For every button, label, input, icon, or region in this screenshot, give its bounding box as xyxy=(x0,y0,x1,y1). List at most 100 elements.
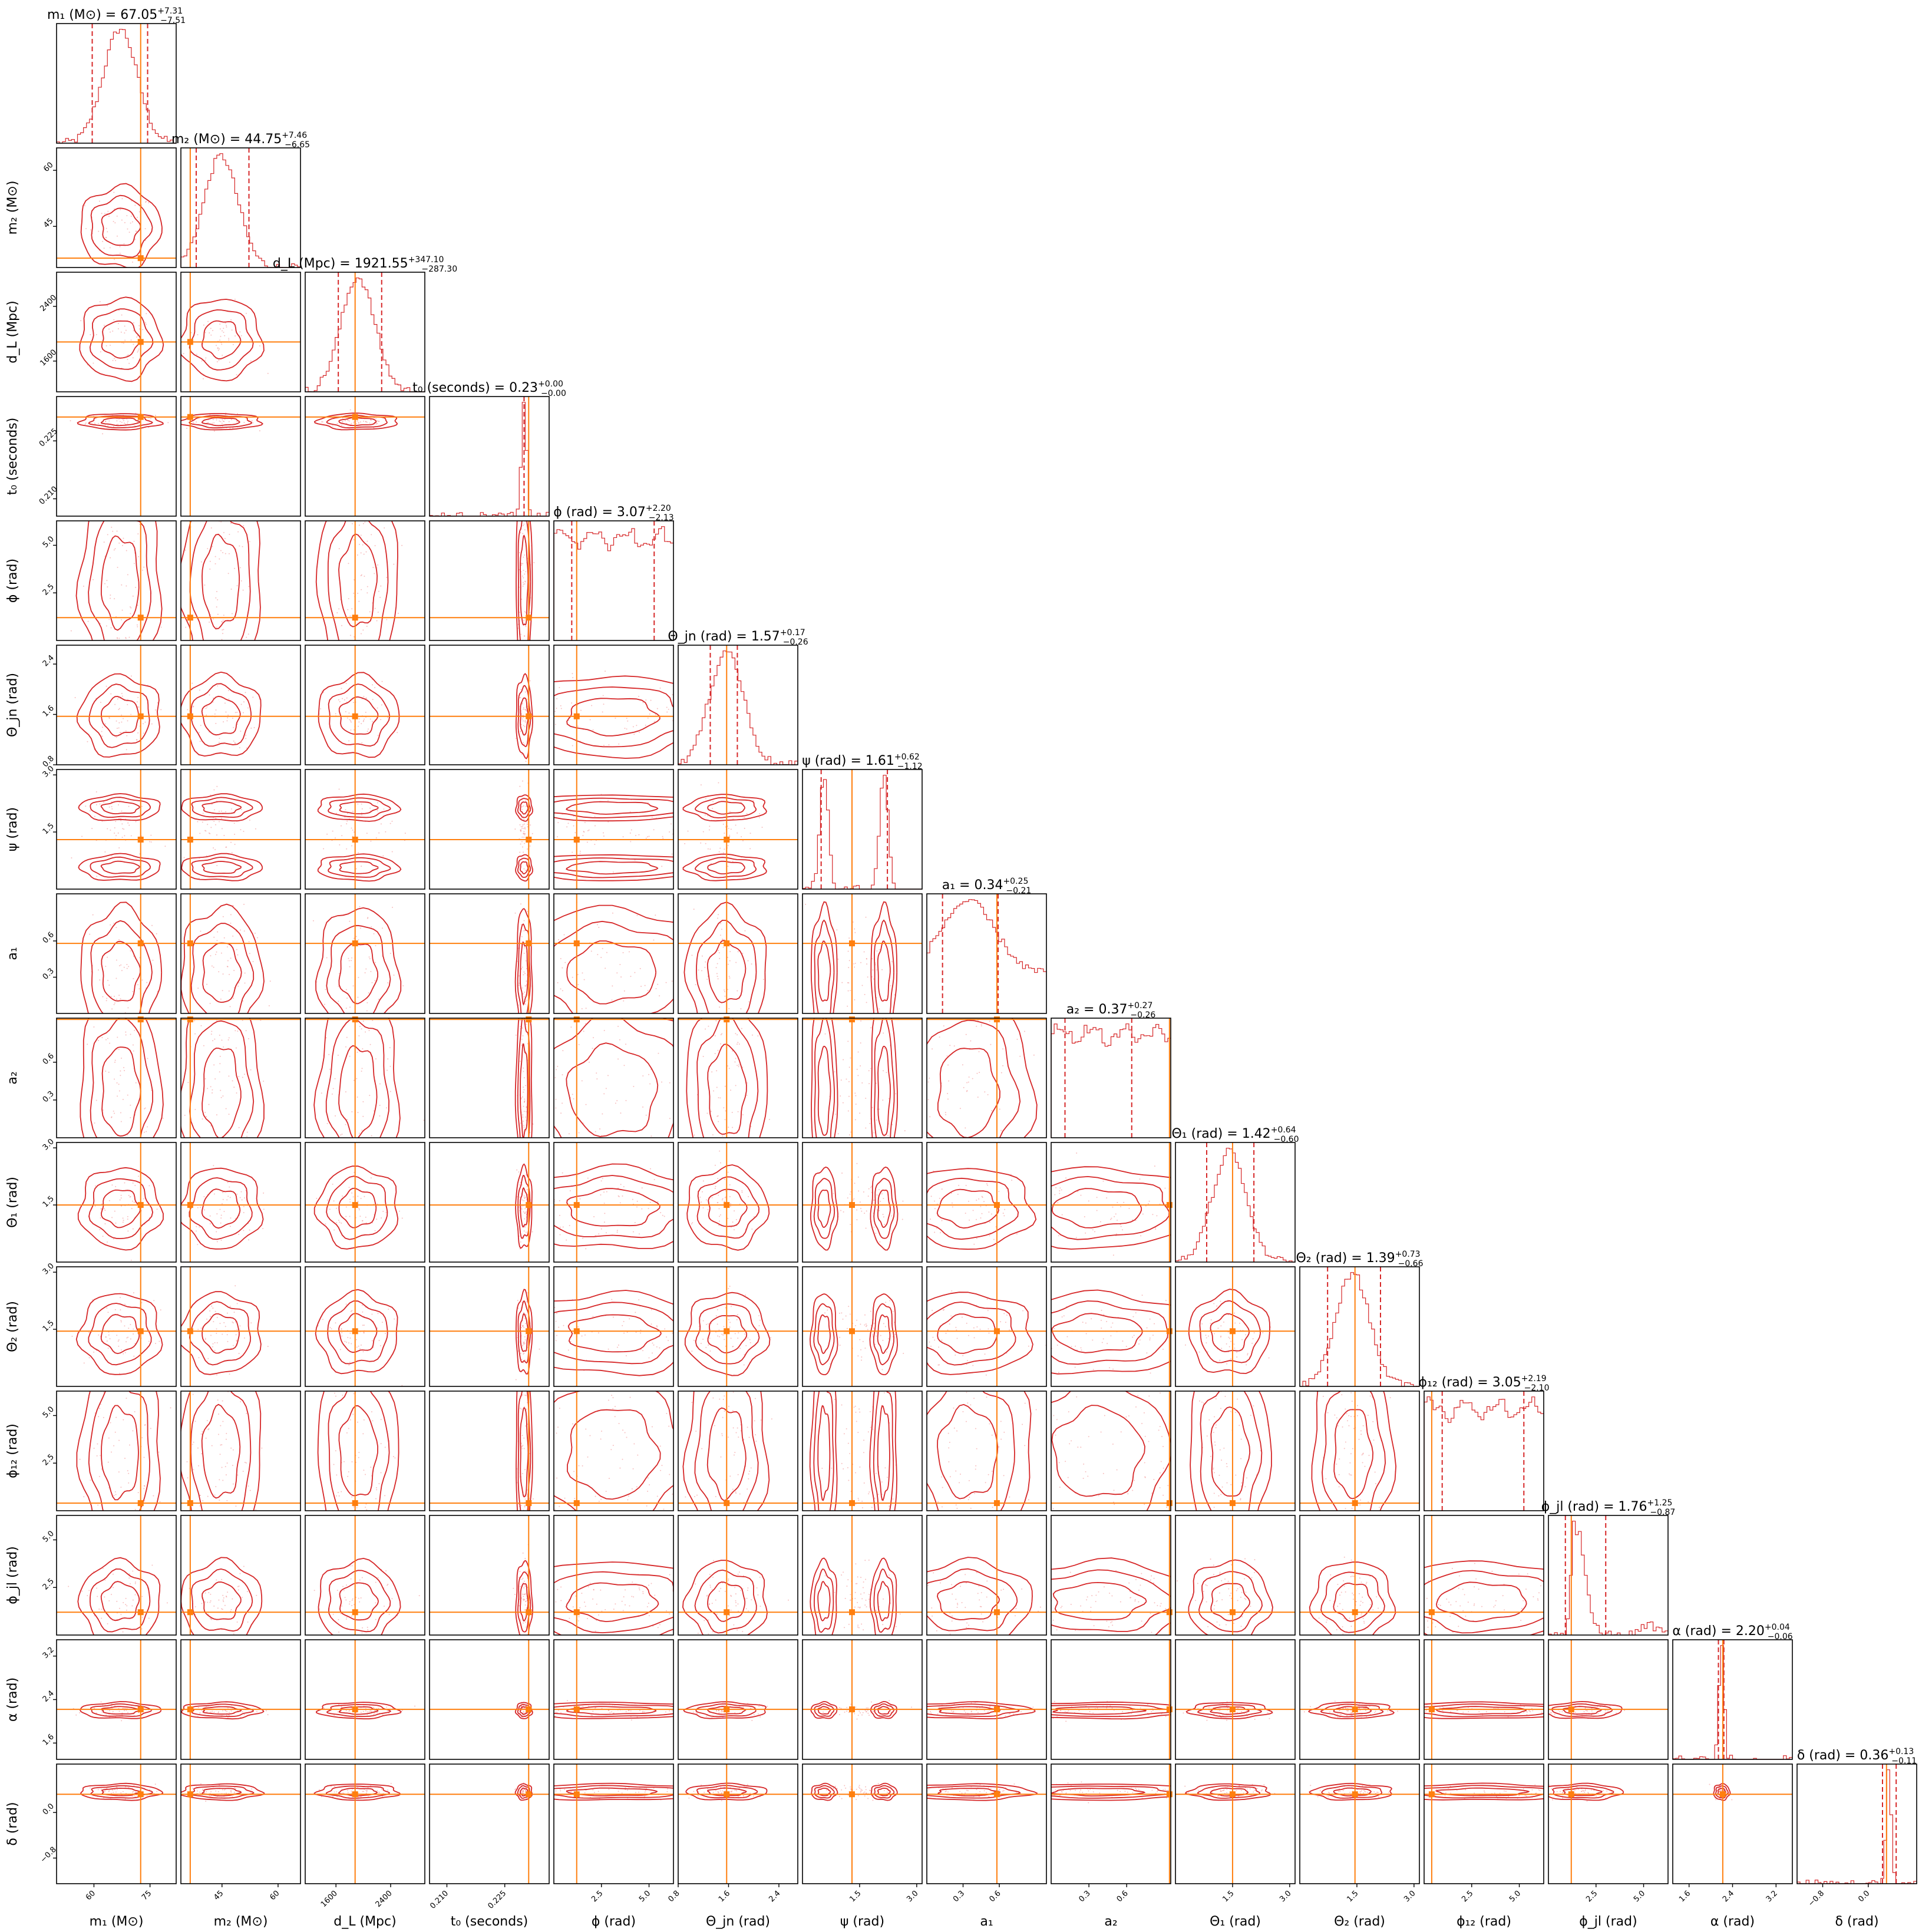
sample-point xyxy=(375,962,377,963)
sample-point xyxy=(744,1354,745,1356)
sample-point xyxy=(248,1239,250,1241)
sample-point xyxy=(755,1440,757,1442)
sample-point xyxy=(197,1244,199,1246)
sample-point xyxy=(521,1448,523,1449)
sample-point xyxy=(113,922,115,924)
panel-frame xyxy=(56,769,177,890)
sample-point xyxy=(1120,1431,1122,1433)
sample-point xyxy=(230,914,232,916)
y-tick-label-a1-0: 0.3 xyxy=(41,967,56,982)
contour-dL-theta1-1 xyxy=(326,1175,388,1240)
sample-point xyxy=(209,1601,211,1603)
sample-point xyxy=(730,1337,732,1339)
sample-point xyxy=(666,706,668,708)
sample-point xyxy=(556,1313,557,1315)
sample-point xyxy=(226,1334,228,1336)
sample-point xyxy=(115,737,117,738)
sample-point xyxy=(249,1490,251,1491)
sample-point xyxy=(209,694,210,696)
sample-point xyxy=(138,348,140,350)
sample-point xyxy=(945,1114,947,1115)
sample-point xyxy=(152,959,154,961)
sample-point xyxy=(843,1468,844,1470)
sample-point xyxy=(955,1470,957,1472)
sample-point xyxy=(233,998,235,999)
sample-point xyxy=(865,1326,867,1327)
sample-point xyxy=(1220,1335,1222,1337)
sample-point xyxy=(747,1426,748,1428)
panel-frame xyxy=(1299,1266,1420,1387)
sample-point xyxy=(247,1621,249,1623)
sample-point xyxy=(521,575,523,577)
sample-point xyxy=(212,697,214,699)
sample-point xyxy=(668,708,669,710)
sample-point xyxy=(345,1303,347,1305)
sample-point xyxy=(573,1471,575,1472)
sample-point xyxy=(138,325,140,326)
contour-psi-a1-1 xyxy=(874,919,894,1013)
sample-point xyxy=(133,1355,135,1357)
sample-point xyxy=(356,1346,358,1348)
sample-point xyxy=(377,802,378,804)
truth-marker xyxy=(526,1202,532,1208)
sample-point xyxy=(846,1586,848,1587)
sample-point xyxy=(232,1465,233,1467)
sample-point xyxy=(520,843,521,845)
sample-point xyxy=(890,985,891,987)
panel-frame xyxy=(429,769,550,890)
sample-point xyxy=(242,1076,243,1078)
sample-point xyxy=(863,1439,865,1441)
sample-point xyxy=(209,1215,211,1217)
histogram-theta_jn: Θ_jn (rad) = 1.57+0.17−0.26 xyxy=(668,628,808,765)
sample-point xyxy=(342,698,344,699)
sample-point xyxy=(196,421,197,423)
sample-point xyxy=(524,1621,526,1623)
panel-frame xyxy=(429,893,550,1014)
sample-point xyxy=(100,1455,101,1457)
sample-point xyxy=(562,1050,564,1052)
contour-m2-theta_jn-0 xyxy=(201,695,241,736)
sample-point xyxy=(947,1092,949,1094)
sample-point xyxy=(120,1121,122,1122)
sample-point xyxy=(728,976,730,977)
sample-point xyxy=(127,1007,129,1009)
sample-point xyxy=(1219,1359,1221,1361)
sample-point xyxy=(555,1320,557,1322)
sample-point xyxy=(747,960,749,962)
sample-point xyxy=(712,1397,714,1399)
sample-point xyxy=(130,606,131,607)
sample-point xyxy=(527,911,529,913)
contour-a1-a2-0 xyxy=(937,1048,1000,1138)
contour-a1-theta2-2 xyxy=(927,1292,1033,1375)
sample-point xyxy=(1119,1224,1121,1226)
truth-marker xyxy=(187,615,193,621)
sample-point xyxy=(722,946,724,948)
sample-point xyxy=(720,1588,722,1590)
sample-point xyxy=(555,1340,557,1342)
sample-point xyxy=(223,1322,225,1323)
sample-point xyxy=(219,558,220,560)
contour-dL-theta_jn-2 xyxy=(318,672,400,758)
sample-point xyxy=(759,1576,761,1578)
sample-point xyxy=(124,422,126,424)
sample-point xyxy=(970,1507,972,1509)
sample-point xyxy=(645,699,647,701)
sample-point xyxy=(587,1586,589,1588)
sample-point xyxy=(117,1340,119,1342)
sample-point xyxy=(653,1179,655,1181)
sample-point xyxy=(235,1285,236,1287)
sample-point xyxy=(1133,1335,1135,1336)
sample-point xyxy=(879,1210,880,1211)
sample-point xyxy=(600,1194,602,1196)
sample-point xyxy=(567,823,569,824)
truth-marker xyxy=(137,1016,144,1023)
y-tick-label-phi-0: 2.5 xyxy=(41,582,56,597)
sample-point xyxy=(1106,1320,1108,1322)
sample-point xyxy=(339,701,341,702)
sample-point xyxy=(522,720,524,722)
sample-point xyxy=(965,1213,966,1214)
sample-point xyxy=(524,1197,526,1199)
contour-phi-a2-1 xyxy=(554,1018,673,1138)
truth-marker xyxy=(573,713,580,719)
sample-point xyxy=(524,1585,526,1587)
